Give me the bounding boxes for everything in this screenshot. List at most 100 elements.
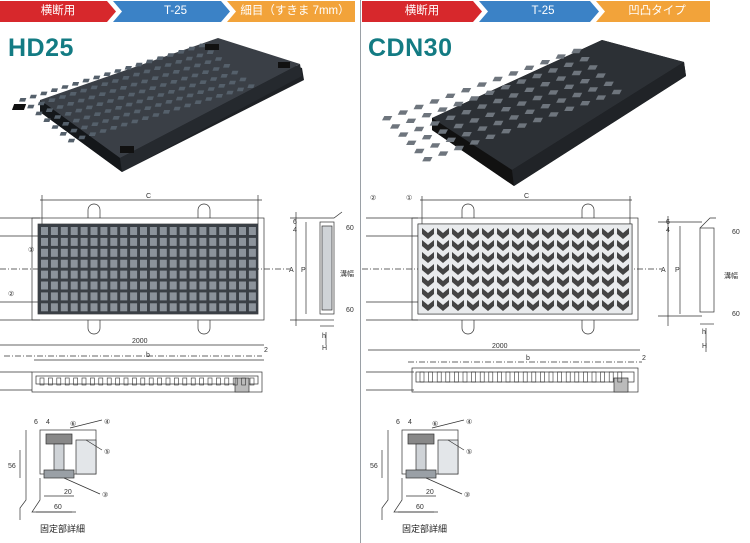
grate-slot (219, 227, 227, 235)
photo-cell (516, 79, 527, 84)
grate-slot (239, 281, 246, 290)
grate-slot (70, 270, 78, 279)
grate-cell (497, 240, 509, 251)
grate-slot (140, 303, 147, 312)
photo-cell (508, 115, 520, 120)
dim-h: h (322, 333, 326, 340)
photo-slot (193, 63, 202, 68)
photo-cell (540, 82, 551, 87)
dim-20: 20 (426, 489, 434, 496)
callout-6: ⑥ (432, 420, 438, 428)
grate-cell (572, 252, 584, 263)
side-tooth (497, 371, 502, 383)
photo-cell (547, 68, 559, 73)
photo-cell (406, 140, 417, 146)
grate-slot (90, 259, 98, 268)
grate-slot (90, 270, 98, 279)
grate-slot (110, 259, 118, 268)
side-tooth (565, 371, 571, 383)
photo-slot (198, 43, 206, 48)
grate-cell (587, 252, 599, 263)
photo-cell (476, 82, 487, 87)
photo-slot (201, 70, 210, 75)
grate-cell (512, 240, 524, 251)
grate-cell (482, 252, 494, 263)
grate-cell (512, 300, 524, 311)
grate-slot (60, 303, 68, 312)
grate-cell (482, 288, 494, 299)
photo-slot (220, 74, 228, 78)
dim-b: b (526, 355, 530, 362)
grate-slot (130, 227, 138, 235)
grate-cell (437, 300, 449, 311)
grate-slot (41, 259, 48, 268)
grate-cell (557, 288, 569, 299)
photo-slot (103, 72, 111, 77)
side-tooth (600, 371, 605, 383)
side-tooth (471, 371, 476, 383)
photo-cell (516, 101, 527, 106)
photo-slot (119, 86, 128, 90)
grate-slot (41, 281, 48, 290)
photo-cell (603, 81, 614, 86)
grate-slot (149, 292, 157, 301)
side-tooth (608, 371, 614, 383)
photo-cell (492, 98, 504, 104)
photo-slot (159, 83, 167, 87)
photo-cell (532, 73, 543, 79)
grate-slot (239, 259, 246, 268)
photo-cell (461, 132, 472, 137)
grate-cell (467, 240, 479, 251)
crumb-usage: 横断用 (0, 1, 116, 22)
photo-cell (437, 129, 448, 134)
photo-slot (111, 79, 119, 83)
photo-slot (180, 76, 189, 81)
grate-cell (572, 276, 584, 287)
grate-slot (239, 303, 246, 312)
photo-cell (484, 90, 496, 95)
grate-slot (199, 248, 207, 257)
grate-slot (110, 281, 118, 290)
photo-cell (539, 60, 551, 65)
hd25-drawings: C ① ② 6 4 A P 60 溝幅 60 h H (0, 38, 354, 520)
grate-slot (100, 281, 108, 290)
photo-cell (461, 110, 472, 115)
photo-slot (120, 122, 128, 127)
grate-slot (209, 248, 217, 257)
grate-slot (50, 270, 58, 279)
photo-cell (555, 54, 566, 59)
grate-slot (41, 227, 48, 235)
grate-slot (199, 292, 207, 301)
grate-cell (497, 264, 509, 275)
grate-slot (70, 248, 78, 257)
grate-slot (120, 270, 128, 279)
grate-slot (229, 303, 237, 312)
side-tooth (81, 377, 87, 386)
plan-cells (422, 228, 629, 311)
grate-slot (80, 237, 88, 246)
photo-slot (228, 80, 236, 85)
dim-56: 56 (370, 463, 378, 470)
grate-slot (199, 270, 207, 279)
grate-slot (219, 248, 227, 257)
side-tooth (249, 377, 255, 386)
grate-slot (169, 259, 177, 268)
side-tooth (48, 377, 53, 386)
grate-slot (50, 227, 58, 235)
photo-slot (173, 106, 181, 111)
photo-cell (555, 76, 567, 81)
photo-slot (58, 95, 67, 99)
photo-cell (429, 99, 440, 104)
grate-cell (587, 300, 599, 311)
grate-slot (130, 270, 138, 279)
grate-slot (149, 303, 157, 312)
grate-slot (229, 227, 237, 235)
grate-slot (100, 303, 108, 312)
grate-slot (179, 303, 187, 312)
grate-cell (572, 300, 584, 311)
photo-cell (493, 120, 504, 126)
grate-slot (209, 259, 217, 268)
photo-slot (75, 108, 83, 113)
grate-slot (90, 227, 98, 235)
side-tooth (479, 371, 485, 383)
